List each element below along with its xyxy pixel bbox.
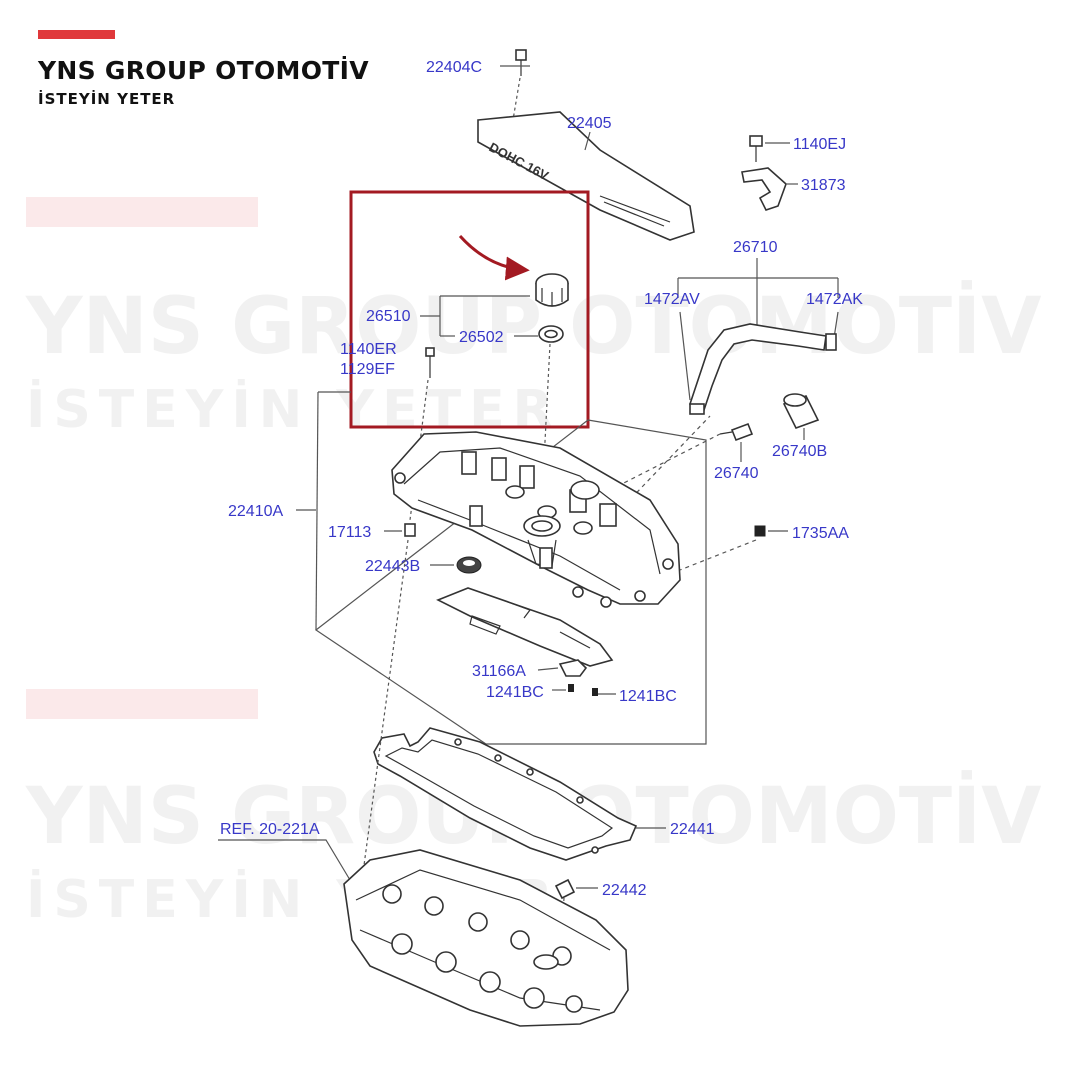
- label-22410a: 22410A: [228, 503, 283, 520]
- cover-frame-left: [315, 391, 319, 631]
- brand-slogan: İSTEYİN YETER: [38, 90, 176, 108]
- label-1735aa: 1735AA: [792, 525, 849, 542]
- watermark-bar: [26, 197, 258, 227]
- label-22443b: 22443B: [365, 558, 420, 575]
- brand-accent-bar: [38, 30, 115, 39]
- label-26710: 26710: [733, 239, 778, 256]
- baffle-plate: [436, 587, 614, 667]
- label-26740: 26740: [714, 465, 759, 482]
- breather-hose-26710: [689, 323, 837, 415]
- seal-17113: [384, 523, 416, 537]
- label-1241bc-right: 1241BC: [619, 688, 677, 705]
- label-31873: 31873: [801, 177, 846, 194]
- label-17113: 17113: [328, 524, 371, 541]
- leader-ref: [218, 839, 351, 881]
- bracket-31873: [741, 167, 798, 211]
- label-22441: 22441: [670, 821, 715, 838]
- pcv-valve-26740: [719, 422, 754, 462]
- bolt-1241bc-right: [592, 688, 616, 696]
- cylinder-head: [343, 849, 629, 1027]
- watermark-slogan: İSTEYİN YETER: [26, 380, 561, 440]
- dash-guide: [361, 539, 409, 881]
- dash-hose: [619, 415, 711, 511]
- oil-filler-cap-26510: [535, 273, 569, 307]
- label-31166a: 31166A: [472, 663, 526, 680]
- cover-frame: [314, 391, 707, 745]
- label-26510: 26510: [366, 308, 411, 325]
- label-1472av: 1472AV: [644, 291, 700, 308]
- label-22405: 22405: [567, 115, 612, 132]
- grommet-26740b: [782, 393, 820, 440]
- highlight-box: [349, 190, 590, 429]
- bolt-22404c: [500, 49, 530, 127]
- label-1241bc-left: 1241BC: [486, 684, 544, 701]
- highlight-arrow: [458, 234, 530, 281]
- valve-cover-22410a: [391, 431, 681, 608]
- plug-seal-22443b: [430, 556, 482, 574]
- label-1140ej: 1140EJ: [793, 136, 846, 153]
- label-1140er: 1140ER: [340, 341, 397, 358]
- label-1472ak: 1472AK: [806, 291, 863, 308]
- plug-1735aa: [679, 525, 788, 571]
- brand-name: YNS GROUP OTOMOTİV: [38, 56, 369, 85]
- cap-gasket-26502: [514, 325, 564, 501]
- label-26740b: 26740B: [772, 443, 827, 460]
- bolt-1241bc-left: [552, 684, 574, 692]
- label-26502: 26502: [459, 329, 504, 346]
- label-1129ef: 1129EF: [340, 361, 395, 378]
- label-22404c: 22404C: [426, 59, 482, 76]
- label-ref-20-221a: REF. 20-221A: [220, 821, 320, 838]
- stud-bolt-1140er: [409, 347, 435, 521]
- leader-26510: [420, 295, 530, 337]
- label-22442: 22442: [602, 882, 647, 899]
- watermark-name: YNS GROUP OTOMOTİV: [26, 282, 1042, 372]
- bracket-31166a: [537, 659, 588, 677]
- bolt-1140ej: [749, 135, 790, 162]
- cover-gasket-22441: [373, 727, 666, 861]
- watermark-bar: [26, 689, 258, 719]
- dash-pcv: [609, 433, 721, 491]
